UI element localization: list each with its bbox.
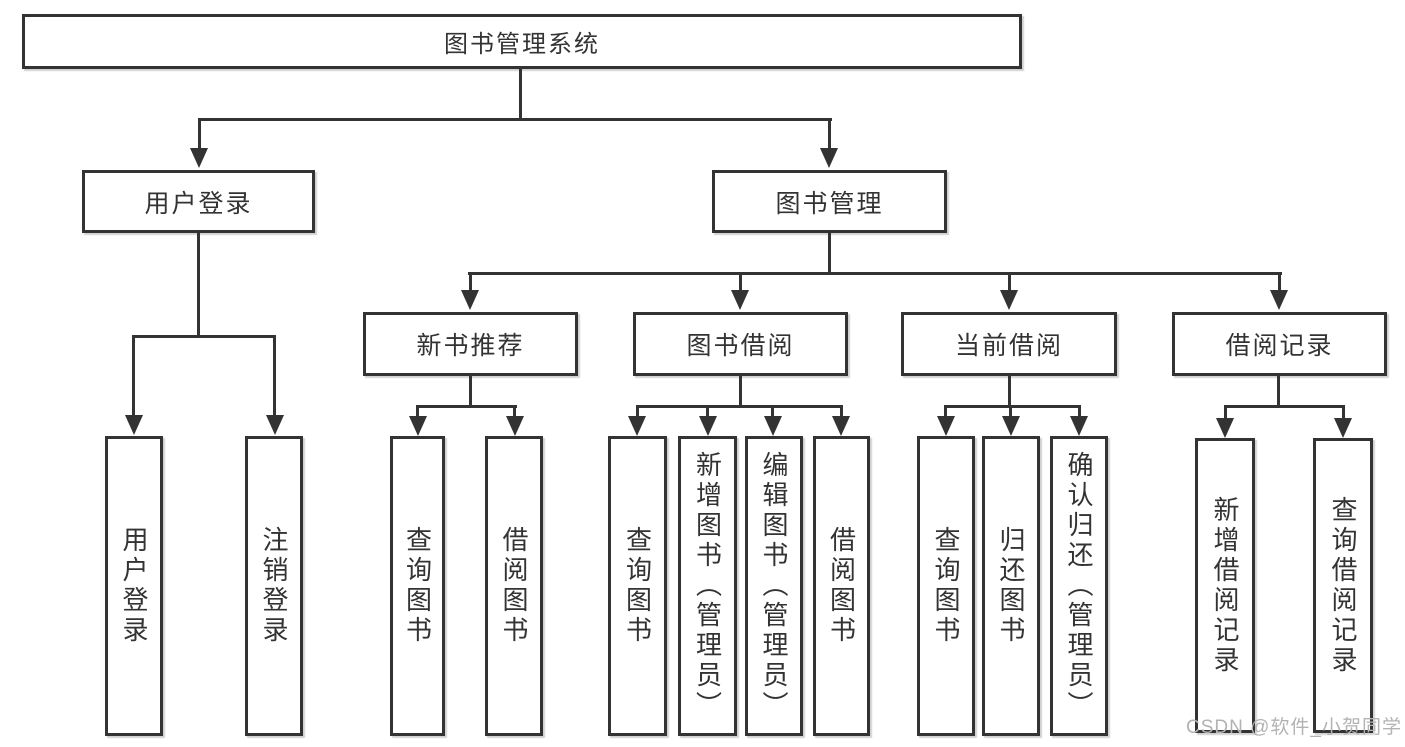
leaf-user-login: 用户登录 (105, 436, 163, 736)
arrowhead-down-icon (731, 290, 749, 310)
arrowhead-down-icon (461, 290, 479, 310)
connector-drop (771, 405, 774, 417)
leaf-newrec-borrow-book: 借阅图书 (485, 436, 543, 736)
leaf-label: 确认归还（管理员） (1064, 451, 1094, 721)
arrowhead-down-icon (937, 416, 955, 436)
connector-book-borrow-stub (739, 376, 742, 406)
leaf-record-add-borrow-record: 新增借阅记录 (1195, 438, 1255, 733)
node-label: 新书推荐 (416, 332, 525, 360)
arrowhead-down-icon (699, 416, 717, 436)
connector-drop-borrow-records (1278, 272, 1281, 292)
arrowhead-down-icon (409, 416, 427, 436)
connector-drop-book-management (828, 118, 831, 150)
connector-drop-leaf-logout (273, 335, 276, 417)
connector-book-management-stub (828, 233, 831, 272)
node-label: 图书管理系统 (444, 31, 600, 58)
connector-user-login-stub (197, 233, 200, 335)
leaf-current-return-book: 归还图书 (982, 436, 1040, 736)
connector-drop-new-book (469, 272, 472, 292)
leaf-borrow-add-book-admin: 新增图书（管理员） (678, 436, 737, 736)
node-label: 用户登录 (144, 189, 253, 218)
leaf-label: 新增借阅记录 (1210, 495, 1240, 676)
connector-drop-book-borrow (739, 272, 742, 292)
node-new-book-recommend: 新书推荐 (363, 312, 578, 376)
leaf-record-query-borrow-record: 查询借阅记录 (1313, 438, 1373, 733)
leaf-borrow-edit-book-admin: 编辑图书（管理员） (745, 436, 803, 736)
connector-drop (1224, 405, 1227, 419)
connector-new-book-hline (416, 405, 517, 408)
node-book-management: 图书管理 (712, 170, 947, 233)
connector-drop-leaf-user-login (132, 335, 135, 417)
leaf-newrec-query-book: 查询图书 (390, 436, 445, 736)
connector-borrow-records-stub (1277, 376, 1280, 406)
leaf-current-confirm-return-admin: 确认归还（管理员） (1050, 436, 1108, 736)
connector-book-borrow-hline (636, 405, 843, 408)
leaf-label: 用户登录 (119, 526, 149, 646)
leaf-label: 新增图书（管理员） (692, 451, 723, 721)
arrowhead-down-icon (266, 415, 284, 435)
connector-drop (1009, 405, 1012, 417)
connector-user-login-hline (132, 335, 276, 338)
connector-drop (840, 405, 843, 417)
arrowhead-down-icon (820, 148, 838, 168)
leaf-label: 编辑图书（管理员） (759, 451, 789, 721)
arrowhead-down-icon (1334, 418, 1352, 438)
arrowhead-down-icon (1070, 416, 1088, 436)
leaf-current-query-book: 查询图书 (917, 436, 975, 736)
watermark-text: CSDN @软件_小贺同学 (1186, 717, 1402, 738)
leaf-label: 查询图书 (622, 526, 653, 646)
arrowhead-down-icon (1216, 418, 1234, 438)
leaf-label: 查询借阅记录 (1328, 495, 1358, 676)
connector-drop (944, 405, 947, 417)
connector-drop (636, 405, 639, 417)
connector-drop-current-borrow (1008, 272, 1011, 292)
arrowhead-down-icon (832, 416, 850, 436)
node-current-borrow: 当前借阅 (901, 312, 1117, 376)
connector-borrow-records-hline (1224, 405, 1345, 408)
leaf-borrow-query-book: 查询图书 (608, 436, 667, 736)
node-borrow-records: 借阅记录 (1172, 312, 1387, 376)
node-label: 借阅记录 (1225, 332, 1334, 360)
connector-current-borrow-stub (1008, 376, 1011, 406)
connector-new-book-stub (469, 376, 472, 406)
connector-current-borrow-hline (944, 405, 1081, 408)
arrowhead-down-icon (190, 148, 208, 168)
arrowhead-down-icon (1270, 290, 1288, 310)
arrowhead-down-icon (764, 416, 782, 436)
leaf-label: 借阅图书 (826, 526, 857, 646)
node-label: 当前借阅 (954, 332, 1063, 360)
connector-root-hline (198, 118, 832, 121)
node-user-login: 用户登录 (82, 170, 315, 233)
connector-drop (416, 405, 419, 417)
node-library-management-system: 图书管理系统 (22, 14, 1022, 69)
leaf-label: 查询图书 (931, 526, 961, 646)
node-label: 图书管理 (775, 189, 884, 218)
connector-root-stub (519, 69, 522, 118)
connector-book-management-hline (468, 272, 1282, 275)
leaf-label: 注销登录 (259, 526, 289, 646)
leaf-borrow-borrow-book: 借阅图书 (813, 436, 870, 736)
arrowhead-down-icon (506, 416, 524, 436)
arrowhead-down-icon (1002, 416, 1020, 436)
node-book-borrow: 图书借阅 (633, 312, 848, 376)
connector-drop (1342, 405, 1345, 419)
leaf-label: 归还图书 (996, 526, 1026, 646)
leaf-label: 借阅图书 (499, 526, 529, 646)
arrowhead-down-icon (125, 415, 143, 435)
connector-drop-user-login (198, 118, 201, 150)
leaf-logout-login: 注销登录 (245, 436, 303, 736)
connector-drop (513, 405, 516, 417)
connector-drop (706, 405, 709, 417)
arrowhead-down-icon (628, 416, 646, 436)
leaf-label: 查询图书 (402, 526, 433, 646)
node-label: 图书借阅 (686, 332, 795, 360)
connector-drop (1078, 405, 1081, 417)
arrowhead-down-icon (1000, 290, 1018, 310)
